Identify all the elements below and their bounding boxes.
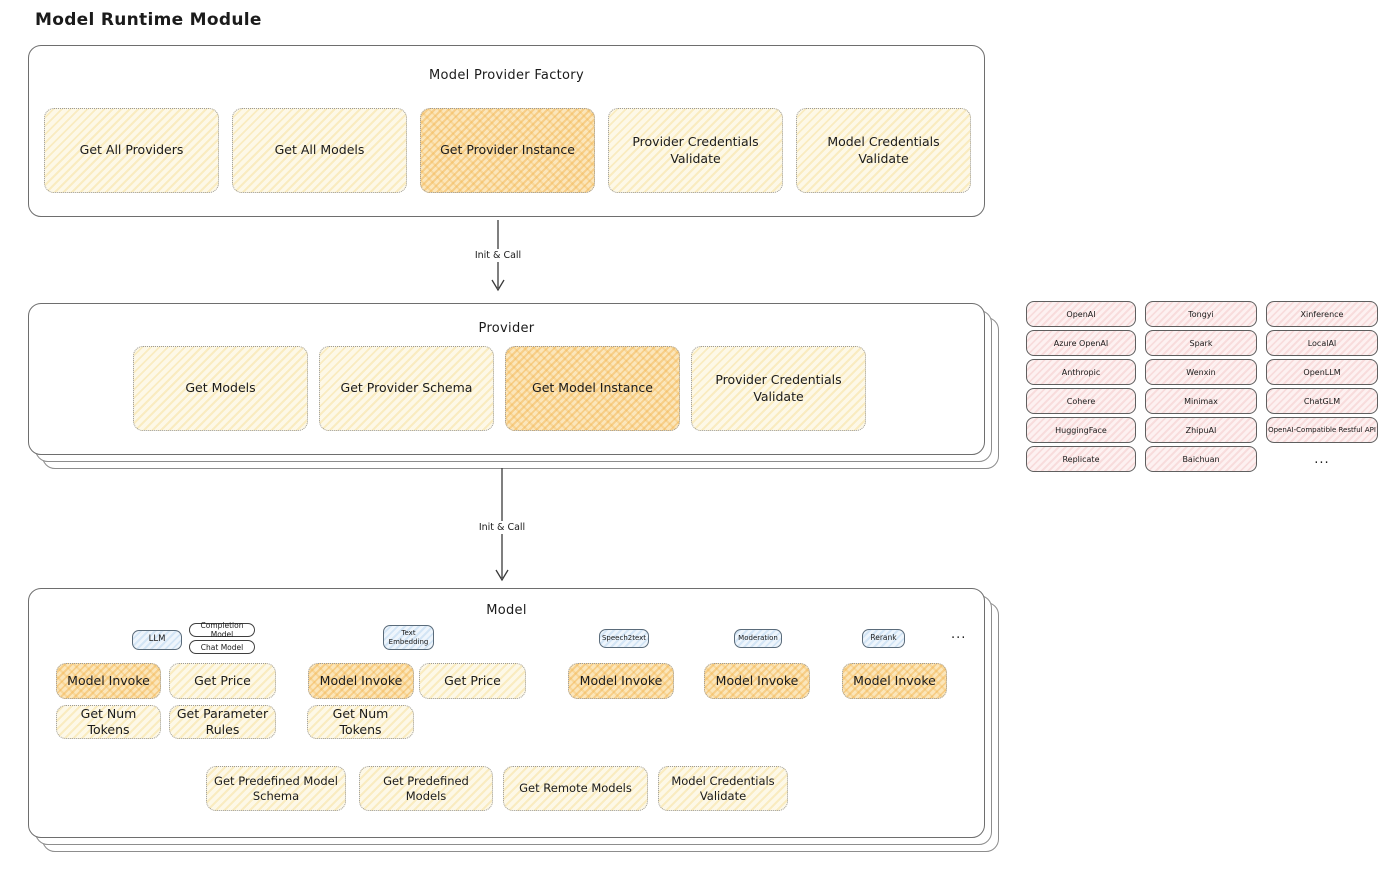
node-llm-get-price: Get Price (169, 663, 276, 699)
provider-item: Wenxin (1145, 359, 1257, 385)
provider-title: Provider (478, 321, 535, 336)
node-llm-get-num-tokens: Get Num Tokens (56, 705, 161, 739)
provider-item: Azure OpenAI (1026, 330, 1136, 356)
factory-title: Model Provider Factory (429, 68, 584, 83)
provider-item: OpenAI (1026, 301, 1136, 327)
node-model-credentials-validate-2: Model Credentials Validate (658, 766, 788, 811)
node-provider-credentials-validate-2: Provider Credentials Validate (691, 346, 866, 431)
node-moderation-model-invoke: Model Invoke (704, 663, 810, 699)
node-get-model-instance: Get Model Instance (505, 346, 680, 431)
arrow-label-init-call-1: Init & Call (458, 249, 538, 262)
page-title: Model Runtime Module (35, 10, 262, 30)
factory-box: Model Provider Factory Get All Providers… (28, 45, 985, 217)
pill-completion-model: Completion Model (189, 621, 255, 639)
provider-item: ZhipuAI (1145, 417, 1257, 443)
node-provider-credentials-validate: Provider Credentials Validate (608, 108, 783, 193)
node-embedding-model-invoke: Model Invoke (308, 663, 414, 699)
node-model-credentials-validate: Model Credentials Validate (796, 108, 971, 193)
node-get-predefined-models: Get Predefined Models (359, 766, 493, 811)
pill-chat-model: Chat Model (189, 640, 255, 654)
provider-button-row: Get Models Get Provider Schema Get Model… (133, 346, 866, 431)
provider-item: Spark (1145, 330, 1257, 356)
provider-item: Tongyi (1145, 301, 1257, 327)
provider-item: OpenLLM (1266, 359, 1378, 385)
model-title: Model (486, 603, 527, 618)
node-get-predefined-model-schema: Get Predefined Model Schema (206, 766, 346, 811)
provider-item: Xinference (1266, 301, 1378, 327)
arrow-label-init-call-2: Init & Call (462, 521, 542, 534)
provider-item: Replicate (1026, 446, 1136, 472)
provider-item: OpenAI-Compatible Restful API (1266, 417, 1378, 443)
node-rerank-model-invoke: Model Invoke (842, 663, 947, 699)
tab-moderation: Moderation (734, 629, 782, 648)
node-llm-model-invoke: Model Invoke (56, 663, 161, 699)
node-embedding-get-price: Get Price (419, 663, 526, 699)
model-box: Model LLM Completion Model Chat Model Te… (28, 588, 985, 838)
provider-box: Provider Get Models Get Provider Schema … (28, 303, 985, 455)
node-get-provider-instance: Get Provider Instance (420, 108, 595, 193)
node-get-provider-schema: Get Provider Schema (319, 346, 494, 431)
provider-item: Cohere (1026, 388, 1136, 414)
tab-rerank: Rerank (862, 629, 905, 648)
node-embedding-get-num-tokens: Get Num Tokens (307, 705, 414, 739)
node-get-remote-models: Get Remote Models (503, 766, 648, 811)
provider-list: OpenAI Tongyi Xinference Azure OpenAI Sp… (1026, 301, 1378, 472)
provider-list-more: ... (1314, 451, 1330, 467)
provider-item: ChatGLM (1266, 388, 1378, 414)
node-get-models: Get Models (133, 346, 308, 431)
provider-item: Baichuan (1145, 446, 1257, 472)
provider-item: HuggingFace (1026, 417, 1136, 443)
tab-speech2text: Speech2text (599, 629, 649, 648)
node-get-all-providers: Get All Providers (44, 108, 219, 193)
tab-llm: LLM (132, 630, 182, 650)
tabs-more: ... (951, 627, 967, 642)
node-speech2text-model-invoke: Model Invoke (568, 663, 674, 699)
provider-item: Anthropic (1026, 359, 1136, 385)
node-get-all-models: Get All Models (232, 108, 407, 193)
node-llm-get-parameter-rules: Get Parameter Rules (169, 705, 276, 739)
provider-item: Minimax (1145, 388, 1257, 414)
factory-button-row: Get All Providers Get All Models Get Pro… (44, 108, 971, 193)
provider-item: LocalAI (1266, 330, 1378, 356)
tab-text-embedding: Text Embedding (383, 625, 434, 650)
